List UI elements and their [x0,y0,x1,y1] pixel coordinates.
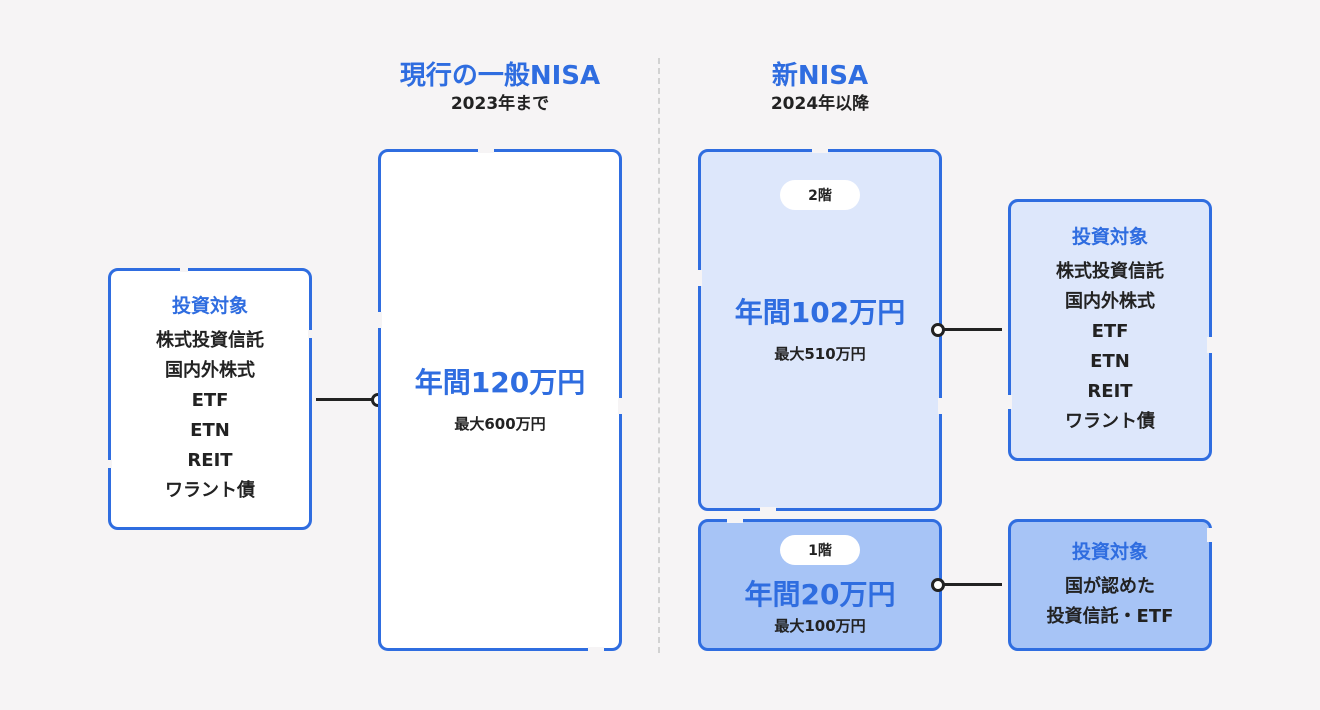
border-gap [697,270,702,286]
tier2-target-item: 株式投資信託 [1056,261,1164,282]
tier2-max-total: 最大510万円 [774,345,866,363]
current-annual-limit: 年間120万円 [414,366,586,399]
connector-line [944,583,1002,586]
current-targets-title: 投資対象 [171,295,248,317]
new-nisa-title: 新NISA [771,61,869,91]
connector-dot [931,578,945,592]
tier1-target-item: 投資信託・ETF [1046,606,1174,627]
connector-dot [931,323,945,337]
column-divider [658,58,660,653]
border-gap [760,507,776,512]
current-target-item: REIT [187,450,233,471]
border-gap [1007,395,1012,409]
border-gap [588,647,604,652]
border-gap [618,398,623,414]
border-gap [727,518,743,523]
current-nisa-header: 現行の一般NISA 2023年まで [360,60,640,116]
current-target-item: ETN [190,420,230,441]
tier1-targets-box: 投資対象 国が認めた 投資信託・ETF [1008,519,1212,651]
border-gap [1207,528,1212,542]
current-max-total: 最大600万円 [454,415,546,433]
border-gap [308,330,313,338]
new-nisa-period: 2024年以降 [770,94,870,114]
tier2-annual-limit: 年間102万円 [734,296,906,329]
current-target-item: ワラント債 [165,480,255,501]
tier2-target-item: 国内外株式 [1065,291,1155,312]
tier2-target-item: ETF [1091,321,1129,342]
tier2-targets-title: 投資対象 [1071,226,1148,248]
current-target-item: 国内外株式 [165,360,255,381]
tier1-target-item: 国が認めた [1065,576,1155,597]
border-gap [1207,337,1212,353]
border-gap [180,267,188,272]
current-nisa-title: 現行の一般NISA [399,61,601,91]
tier2-target-item: ワラント債 [1065,411,1155,432]
tier1-badge: 1階 [780,535,860,565]
new-nisa-header: 新NISA 2024年以降 [680,60,960,116]
connector-line [316,398,372,401]
current-target-item: 株式投資信託 [156,330,264,351]
border-gap [107,460,112,468]
tier2-targets-box: 投資対象 株式投資信託 国内外株式 ETF ETN REIT ワラント債 [1008,199,1212,461]
border-gap [812,148,828,153]
tier2-target-item: REIT [1087,381,1133,402]
tier1-targets-title: 投資対象 [1071,541,1148,563]
current-nisa-period: 2023年まで [450,94,550,114]
current-nisa-box: 年間120万円 最大600万円 [378,149,622,651]
current-targets-box: 投資対象 株式投資信託 国内外株式 ETF ETN REIT ワラント債 [108,268,312,530]
tier1-max-total: 最大100万円 [774,617,866,635]
connector-line [944,328,1002,331]
border-gap [478,148,494,153]
tier2-badge: 2階 [780,180,860,210]
border-gap [377,312,382,328]
tier2-target-item: ETN [1090,351,1130,372]
current-target-item: ETF [191,390,229,411]
tier1-annual-limit: 年間20万円 [744,578,896,611]
border-gap [938,398,943,414]
